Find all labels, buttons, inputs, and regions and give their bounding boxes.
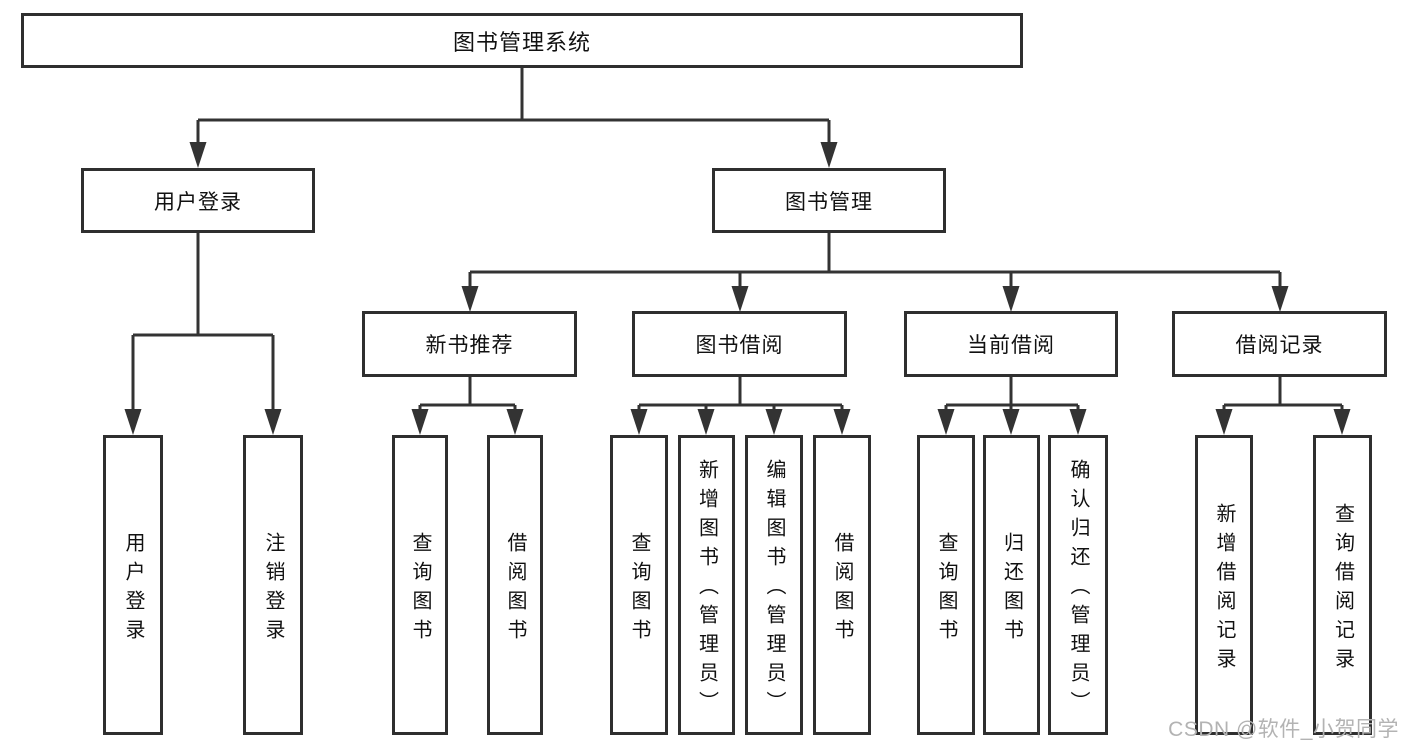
node-label: 借阅图书 [831, 531, 853, 648]
arrowheads [124, 142, 1351, 435]
node-label: 新增图书（管理员） [695, 459, 718, 720]
leaf-box-borrow-books-2: 借阅图书 [813, 435, 871, 735]
node-label: 借阅记录 [1235, 334, 1324, 357]
node-label: 确认归还（管理员） [1067, 459, 1089, 720]
leaf-box-borrow-books-1: 借阅图书 [487, 435, 543, 735]
leaf-box-logout: 注销登录 [243, 435, 303, 735]
node-box-current-borrowing: 当前借阅 [904, 311, 1118, 377]
leaf-box-query-books-1: 查询图书 [392, 435, 448, 735]
leaf-box-add-borrow-record: 新增借阅记录 [1195, 435, 1253, 735]
leaf-box-query-borrow-record: 查询借阅记录 [1313, 435, 1372, 735]
node-label: 用户登录 [122, 531, 144, 648]
node-label: 注销登录 [262, 531, 284, 648]
node-label: 当前借阅 [967, 334, 1055, 357]
node-label: 归还图书 [1000, 531, 1023, 648]
watermark: CSDN @软件_小贺同学 [1168, 718, 1399, 741]
node-label: 用户登录 [154, 190, 242, 214]
node-box-book-borrowing: 图书借阅 [632, 311, 847, 377]
leaf-box-return-book: 归还图书 [983, 435, 1040, 735]
leaf-box-add-book-admin: 新增图书（管理员） [678, 435, 735, 735]
node-box-library-management-system: 图书管理系统 [21, 13, 1023, 68]
leaf-box-user-login: 用户登录 [103, 435, 163, 735]
node-label: 新增借阅记录 [1213, 502, 1235, 677]
node-label: 查询借阅记录 [1331, 502, 1354, 677]
node-box-new-book-recommend: 新书推荐 [362, 311, 577, 377]
node-box-book-management: 图书管理 [712, 168, 946, 233]
node-label: 图书管理系统 [452, 29, 591, 55]
node-box-user-login: 用户登录 [81, 168, 315, 233]
node-label: 查询图书 [409, 531, 431, 648]
node-label: 图书借阅 [695, 334, 784, 357]
leaf-box-query-books-2: 查询图书 [610, 435, 668, 735]
node-box-borrowing-records: 借阅记录 [1172, 311, 1387, 377]
node-label: 查询图书 [935, 531, 957, 648]
node-label: 图书管理 [785, 190, 873, 214]
leaf-box-query-books-3: 查询图书 [917, 435, 975, 735]
tree-edges [131, 68, 1344, 412]
node-label: 新书推荐 [425, 334, 514, 357]
leaf-box-confirm-return-admin: 确认归还（管理员） [1048, 435, 1108, 735]
leaf-box-edit-book-admin: 编辑图书（管理员） [745, 435, 803, 735]
node-label: 编辑图书（管理员） [763, 459, 785, 720]
node-label: 借阅图书 [504, 531, 526, 648]
node-label: 查询图书 [628, 531, 650, 648]
